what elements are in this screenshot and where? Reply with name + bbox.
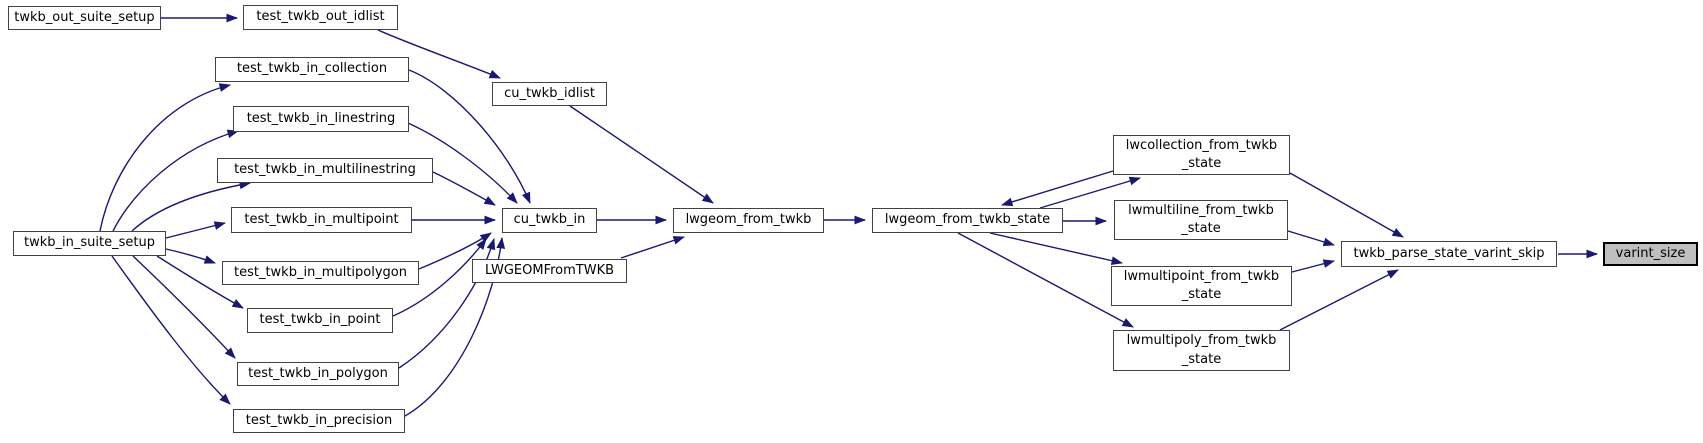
- edge-twkb_in_suite_setup-test_twkb_in_linestring: [112, 129, 239, 232]
- node-lwmultipoint_from_twkb_state[interactable]: lwmultipoint_from_twkb _state: [1111, 266, 1292, 306]
- node-label: cu_twkb_in: [513, 212, 586, 228]
- edge-lwgeom_from_twkb_state-lwcollection_from_twkb_state: [1039, 176, 1141, 209]
- node-label: test_twkb_in_linestring: [246, 110, 396, 126]
- edge-lwcollection_from_twkb_state-twkb_parse_state_varint_skip: [1289, 172, 1404, 238]
- edge-lwgeom_from_twkb_state-lwmultipoint_from_twkb_state: [989, 232, 1123, 265]
- edge-test_twkb_out_idlist-cu_twkb_idlist: [377, 29, 501, 79]
- edge-test_twkb_in_polygon-cu_twkb_in: [398, 238, 496, 369]
- node-label: twkb_in_suite_setup: [24, 235, 155, 251]
- node-label: twkb_out_suite_setup: [14, 9, 155, 25]
- node-twkb_in_suite_setup[interactable]: twkb_in_suite_setup: [13, 231, 166, 256]
- edge-twkb_in_suite_setup-test_twkb_in_multilinestring: [131, 180, 251, 232]
- edge-twkb_in_suite_setup-test_twkb_in_multipoint: [165, 221, 226, 239]
- node-cu_twkb_idlist[interactable]: cu_twkb_idlist: [492, 82, 607, 106]
- edge-test_twkb_in_linestring-cu_twkb_in: [407, 122, 518, 204]
- node-lwcollection_from_twkb_state[interactable]: lwcollection_from_twkb _state: [1113, 135, 1290, 175]
- node-lwgeom_from_twkb_state[interactable]: lwgeom_from_twkb_state: [872, 208, 1063, 233]
- node-label-line1: lwcollection_from_twkb: [1125, 137, 1278, 153]
- node-twkb_parse_state_varint_skip[interactable]: twkb_parse_state_varint_skip: [1341, 241, 1557, 267]
- edge-twkb_in_suite_setup-test_twkb_in_point: [156, 255, 244, 309]
- node-cu_twkb_in[interactable]: cu_twkb_in: [502, 208, 597, 233]
- edge-cu_twkb_idlist-lwgeom_from_twkb: [569, 105, 714, 204]
- node-label: twkb_parse_state_varint_skip: [1353, 245, 1545, 261]
- node-label: test_twkb_in_precision: [245, 412, 393, 428]
- node-label: lwgeom_from_twkb_state: [884, 212, 1051, 228]
- node-varint_size-current: varint_size: [1603, 242, 1698, 266]
- edge-lwcollection_from_twkb_state-lwgeom_from_twkb_state: [1001, 170, 1114, 207]
- edge-twkb_in_suite_setup-test_twkb_in_multipolygon: [165, 248, 216, 264]
- node-label-line1: lwmultipoly_from_twkb: [1126, 333, 1277, 349]
- node-label: test_twkb_in_point: [259, 312, 381, 328]
- node-label: LWGEOMFromTWKB: [484, 262, 615, 278]
- node-label: test_twkb_in_multipoint: [244, 211, 399, 227]
- node-test_twkb_in_collection[interactable]: test_twkb_in_collection: [215, 57, 409, 82]
- node-test_twkb_in_multilinestring[interactable]: test_twkb_in_multilinestring: [217, 158, 433, 183]
- node-label-line1: lwmultipoint_from_twkb: [1123, 268, 1280, 284]
- edge-twkb_in_suite_setup-test_twkb_in_polygon: [132, 255, 236, 359]
- node-test_twkb_in_linestring[interactable]: test_twkb_in_linestring: [233, 106, 409, 132]
- edge-test_twkb_in_multipolygon-cu_twkb_in: [418, 232, 492, 270]
- edge-test_twkb_in_collection-cu_twkb_in: [408, 69, 531, 204]
- node-lwmultiline_from_twkb_state[interactable]: lwmultiline_from_twkb _state: [1114, 200, 1288, 240]
- node-label-line2: _state: [1181, 156, 1222, 171]
- node-label-line2: _state: [1181, 351, 1222, 367]
- node-test_twkb_in_multipolygon[interactable]: test_twkb_in_multipolygon: [222, 261, 419, 285]
- node-test_twkb_in_multipoint[interactable]: test_twkb_in_multipoint: [231, 207, 412, 233]
- node-test_twkb_in_precision[interactable]: test_twkb_in_precision: [233, 409, 405, 433]
- node-label: cu_twkb_idlist: [504, 85, 595, 101]
- node-test_twkb_in_point[interactable]: test_twkb_in_point: [247, 308, 393, 333]
- edge-twkb_in_suite_setup-test_twkb_in_collection: [99, 83, 231, 232]
- node-LWGEOMFromTWKB[interactable]: LWGEOMFromTWKB: [472, 259, 627, 283]
- node-test_twkb_in_polygon[interactable]: test_twkb_in_polygon: [237, 362, 399, 386]
- node-label: test_twkb_in_polygon: [248, 365, 388, 381]
- node-label: lwgeom_from_twkb: [685, 212, 812, 228]
- edge-test_twkb_in_point-cu_twkb_in: [392, 238, 487, 317]
- node-label-line2: _state: [1181, 287, 1222, 302]
- node-twkb_out_suite_setup[interactable]: twkb_out_suite_setup: [8, 6, 161, 30]
- node-label: test_twkb_in_multipolygon: [233, 264, 407, 280]
- node-label: varint_size: [1615, 245, 1686, 261]
- node-label: test_twkb_in_collection: [236, 61, 388, 77]
- edge-LWGEOMFromTWKB-lwgeom_from_twkb: [620, 236, 685, 259]
- node-label-line1: lwmultiline_from_twkb: [1128, 202, 1274, 218]
- edge-lwmultipoly_from_twkb_state-twkb_parse_state_varint_skip: [1279, 269, 1399, 331]
- node-test_twkb_out_idlist[interactable]: test_twkb_out_idlist: [243, 5, 398, 30]
- edge-test_twkb_in_multilinestring-cu_twkb_in: [432, 171, 496, 206]
- edge-lwgeom_from_twkb_state-lwmultipoly_from_twkb_state: [957, 232, 1134, 328]
- node-label-line2: _state: [1181, 221, 1221, 236]
- node-label: test_twkb_out_idlist: [256, 9, 385, 25]
- node-lwmultipoly_from_twkb_state[interactable]: lwmultipoly_from_twkb _state: [1113, 330, 1290, 371]
- edge-twkb_in_suite_setup-test_twkb_in_precision: [111, 255, 231, 405]
- edge-lwmultipoint_from_twkb_state-twkb_parse_state_varint_skip: [1291, 259, 1335, 273]
- node-label: test_twkb_in_multilinestring: [234, 162, 416, 178]
- edge-lwmultiline_from_twkb_state-twkb_parse_state_varint_skip: [1287, 230, 1335, 247]
- node-lwgeom_from_twkb[interactable]: lwgeom_from_twkb: [673, 208, 824, 233]
